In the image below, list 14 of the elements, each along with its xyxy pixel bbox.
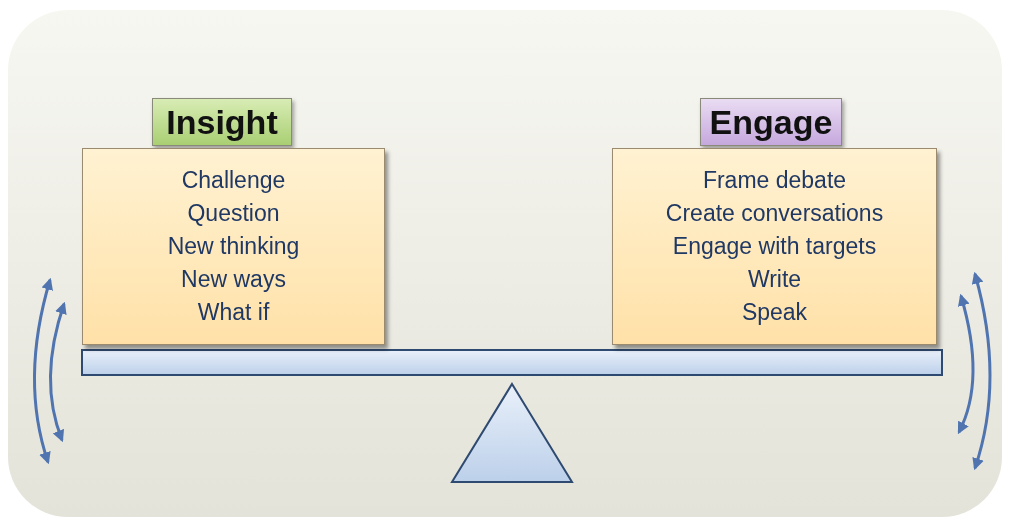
list-item: Speak — [741, 298, 808, 327]
title-box: Insight — [152, 98, 292, 146]
list-item: Question — [187, 199, 280, 228]
list-item: Frame debate — [702, 166, 847, 195]
list-item: Engage with targets — [672, 232, 877, 261]
list-item: New thinking — [167, 232, 300, 261]
text-panel — [82, 148, 385, 345]
list-item: What if — [197, 298, 270, 327]
list-item: New ways — [181, 265, 286, 294]
title-box: Engage — [700, 98, 842, 146]
list-item: Write — [747, 265, 802, 294]
list-item: Create conversations — [665, 199, 884, 228]
list-item: Challenge — [181, 166, 286, 195]
text-panel — [612, 148, 937, 345]
